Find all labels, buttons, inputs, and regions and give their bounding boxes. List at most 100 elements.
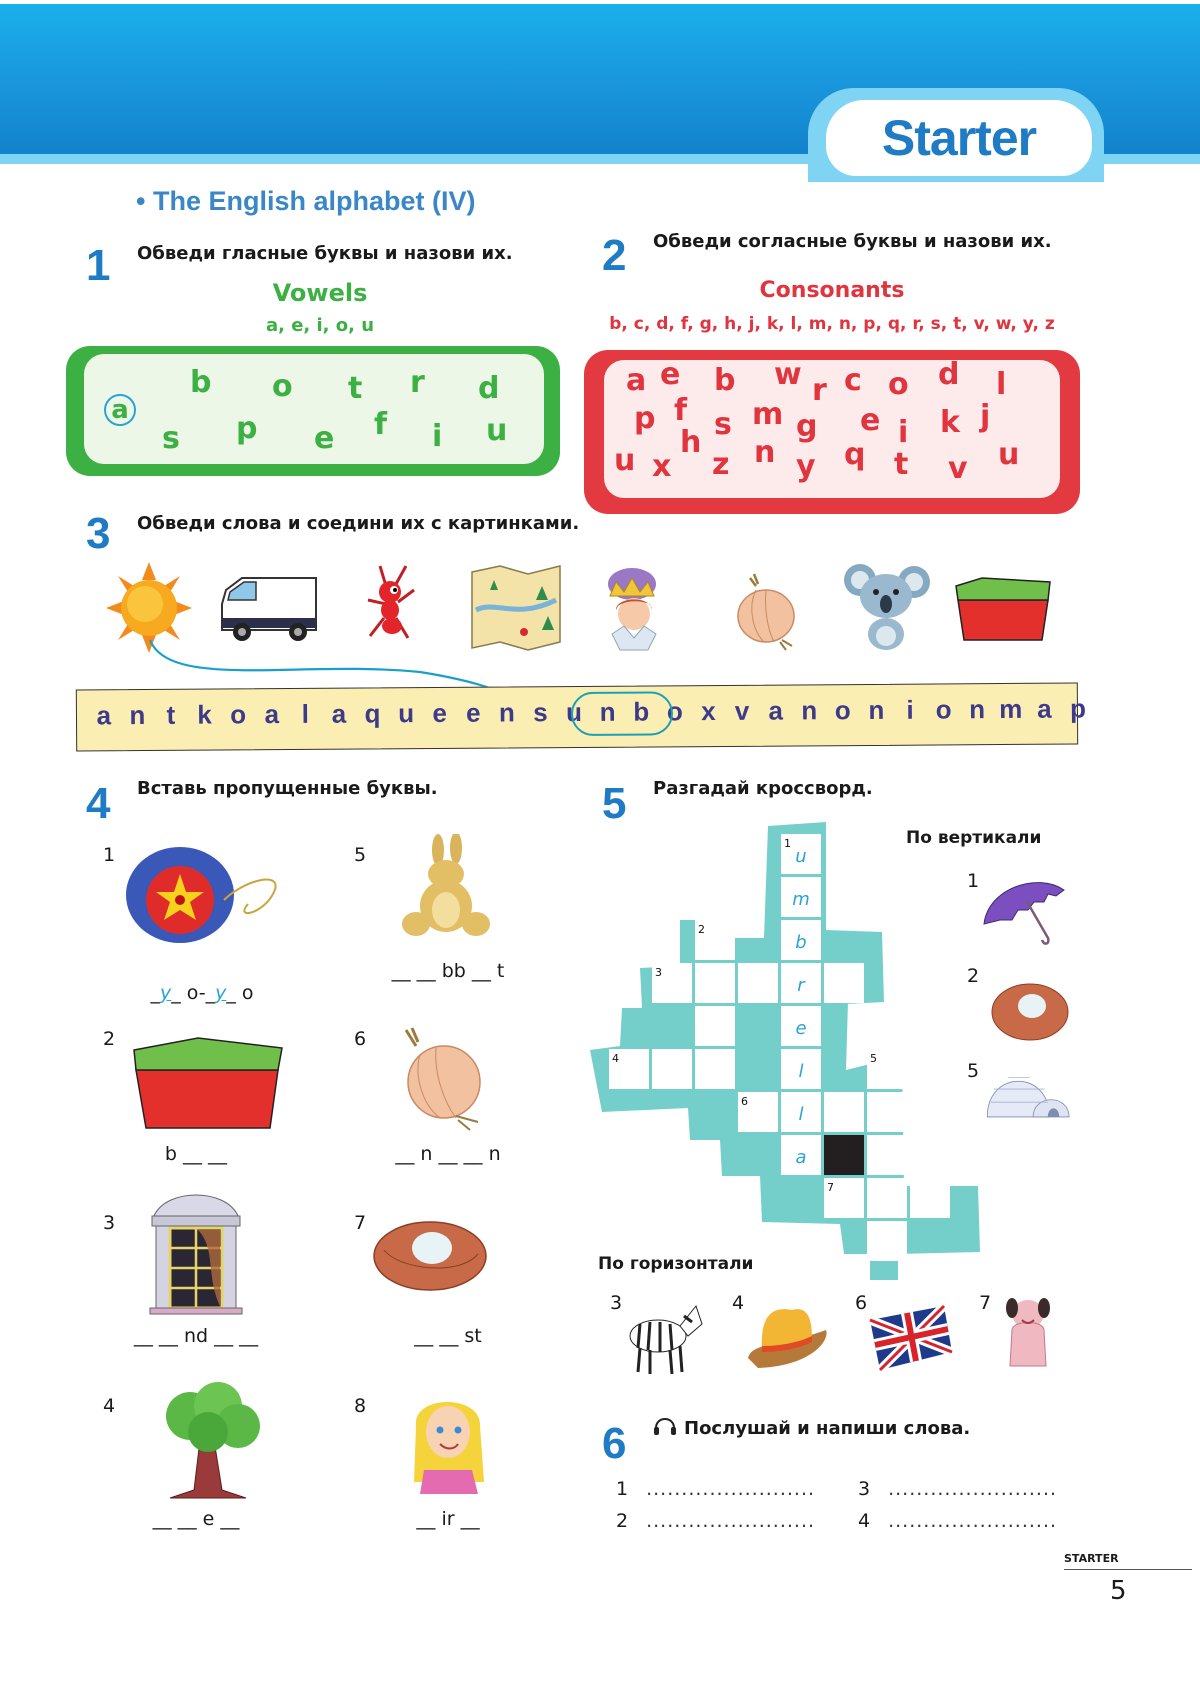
crossword-cell[interactable] — [781, 963, 821, 1003]
ant-picture[interactable] — [348, 560, 438, 655]
dictation-row-3[interactable]: 3........................ — [858, 1478, 1058, 1500]
sun-picture[interactable] — [104, 560, 194, 655]
consonant-box-letter[interactable]: g — [796, 409, 818, 444]
vowel-box-letter[interactable]: o — [272, 369, 293, 404]
vowel-box-letter[interactable]: i — [432, 419, 443, 454]
consonant-box-letter[interactable]: n — [754, 435, 776, 470]
fill-word-3[interactable]: __ __ nd __ __ — [133, 1325, 259, 1347]
consonant-box-letter[interactable]: d — [938, 357, 960, 392]
fill-item-number: 1 — [103, 844, 116, 866]
consonant-box-letter[interactable]: x — [652, 449, 672, 484]
consonant-box-letter[interactable]: a — [626, 363, 647, 398]
crossword-cell[interactable] — [781, 1135, 821, 1175]
consonant-box-letter[interactable]: p — [634, 401, 656, 436]
answer-line[interactable]: ........................ — [888, 1510, 1058, 1532]
map-picture[interactable] — [466, 560, 566, 655]
fill-word-2[interactable]: b __ __ — [164, 1143, 228, 1165]
crossword-cell[interactable] — [695, 1049, 735, 1089]
crossword-cell[interactable] — [738, 1092, 778, 1132]
consonant-box-letter[interactable]: t — [894, 447, 909, 482]
consonant-box-letter[interactable]: u — [998, 437, 1020, 472]
crossword-cell[interactable] — [695, 920, 735, 960]
consonant-box-letter[interactable]: j — [980, 399, 991, 434]
crossword-cell[interactable] — [824, 1178, 864, 1218]
consonant-box-letter[interactable]: s — [714, 407, 732, 442]
consonant-box-letter[interactable]: q — [844, 437, 866, 472]
vowel-box-letter[interactable]: f — [374, 407, 388, 442]
crossword-cell[interactable] — [867, 1049, 907, 1089]
crossword-cell[interactable] — [824, 1092, 864, 1132]
vowel-box-letter[interactable]: p — [236, 411, 258, 446]
fill-word-7[interactable]: __ __ st — [414, 1325, 482, 1347]
consonant-box-letter[interactable]: e — [860, 403, 881, 438]
crossword-cell[interactable] — [867, 1178, 907, 1218]
queen-picture[interactable] — [590, 560, 680, 655]
crossword-cell[interactable] — [695, 963, 735, 1003]
onion-picture[interactable] — [720, 560, 810, 655]
consonant-box-letter[interactable]: r — [812, 373, 827, 408]
crossword-cell[interactable] — [867, 1092, 907, 1132]
koala-picture[interactable] — [840, 560, 930, 655]
down-clue-number: 5 — [967, 1060, 980, 1082]
vowel-box-letter[interactable]: e — [314, 421, 335, 456]
consonant-box-letter[interactable]: y — [796, 449, 816, 484]
consonant-box-letter[interactable]: c — [844, 363, 862, 398]
crossword-cell[interactable] — [781, 834, 821, 874]
consonant-box-letter[interactable]: b — [714, 363, 736, 398]
consonant-box-letter[interactable]: l — [996, 367, 1007, 402]
crossword-answer-letter: l — [798, 1061, 803, 1082]
box-picture — [133, 1037, 283, 1129]
crossword-cell[interactable] — [781, 1092, 821, 1132]
answer-line[interactable]: ........................ — [646, 1510, 816, 1532]
crossword-cell[interactable] — [652, 963, 692, 1003]
crossword-cell[interactable] — [738, 963, 778, 1003]
van-picture[interactable] — [212, 560, 322, 655]
consonant-box-letter[interactable]: f — [674, 393, 688, 428]
dictation-row-1[interactable]: 1........................ — [616, 1478, 816, 1500]
crossword-cell[interactable] — [867, 1135, 907, 1175]
box-picture[interactable] — [952, 560, 1052, 655]
vowel-box-letter[interactable]: r — [410, 365, 425, 400]
vowel-box-letter[interactable]: b — [190, 365, 212, 400]
fill-word-5[interactable]: __ __ bb __ t — [391, 960, 505, 982]
crossword-black-cell — [824, 1135, 864, 1175]
dictation-row-4[interactable]: 4........................ — [858, 1510, 1058, 1532]
crossword-cell[interactable] — [867, 1221, 907, 1261]
answer-line[interactable]: ........................ — [888, 1478, 1058, 1500]
consonant-box-letter[interactable]: i — [898, 415, 909, 450]
crossword-cell[interactable] — [781, 920, 821, 960]
crossword-cell[interactable] — [652, 1049, 692, 1089]
crossword-cell[interactable] — [781, 1049, 821, 1089]
crossword-answer-letter: m — [792, 889, 810, 910]
fill-word-1[interactable]: _y_ o-_y_ o — [150, 982, 254, 1004]
fill-word-4[interactable]: __ __ e __ — [152, 1508, 240, 1530]
consonant-box-letter[interactable]: v — [948, 451, 968, 486]
circled-letter-a[interactable]: a — [104, 394, 136, 426]
consonant-box-letter[interactable]: k — [940, 405, 960, 440]
down-clues-label: По вертикали — [906, 828, 1042, 848]
consonant-box-letter[interactable]: z — [712, 447, 730, 482]
crossword-cell[interactable] — [824, 963, 864, 1003]
consonant-box-letter[interactable]: o — [888, 367, 909, 402]
crossword-cell[interactable] — [781, 877, 821, 917]
crossword-cell[interactable] — [781, 1006, 821, 1046]
consonant-box-letter[interactable]: e — [660, 357, 681, 392]
fill-item-number: 5 — [354, 844, 367, 866]
crossword-answer-letter: u — [795, 846, 806, 867]
vowel-box-letter[interactable]: d — [478, 371, 500, 406]
crossword-cell[interactable] — [695, 1006, 735, 1046]
fill-word-6[interactable]: __ n __ __ n — [395, 1143, 501, 1165]
dictation-row-2[interactable]: 2........................ — [616, 1510, 816, 1532]
fill-word-8[interactable]: __ ir __ — [416, 1508, 480, 1530]
headphones-icon[interactable] — [652, 1412, 678, 1438]
consonant-box-letter[interactable]: u — [614, 443, 636, 478]
vowel-box-letter[interactable]: u — [486, 413, 508, 448]
consonant-box-letter[interactable]: m — [752, 397, 784, 432]
crossword-cell[interactable] — [910, 1178, 950, 1218]
answer-line[interactable]: ........................ — [646, 1478, 816, 1500]
vowel-box-letter[interactable]: t — [348, 371, 363, 406]
crossword-cell[interactable] — [609, 1049, 649, 1089]
consonant-box-letter[interactable]: w — [774, 357, 802, 392]
vowel-box-letter[interactable]: s — [162, 421, 180, 456]
consonant-box-letter[interactable]: h — [680, 425, 702, 460]
